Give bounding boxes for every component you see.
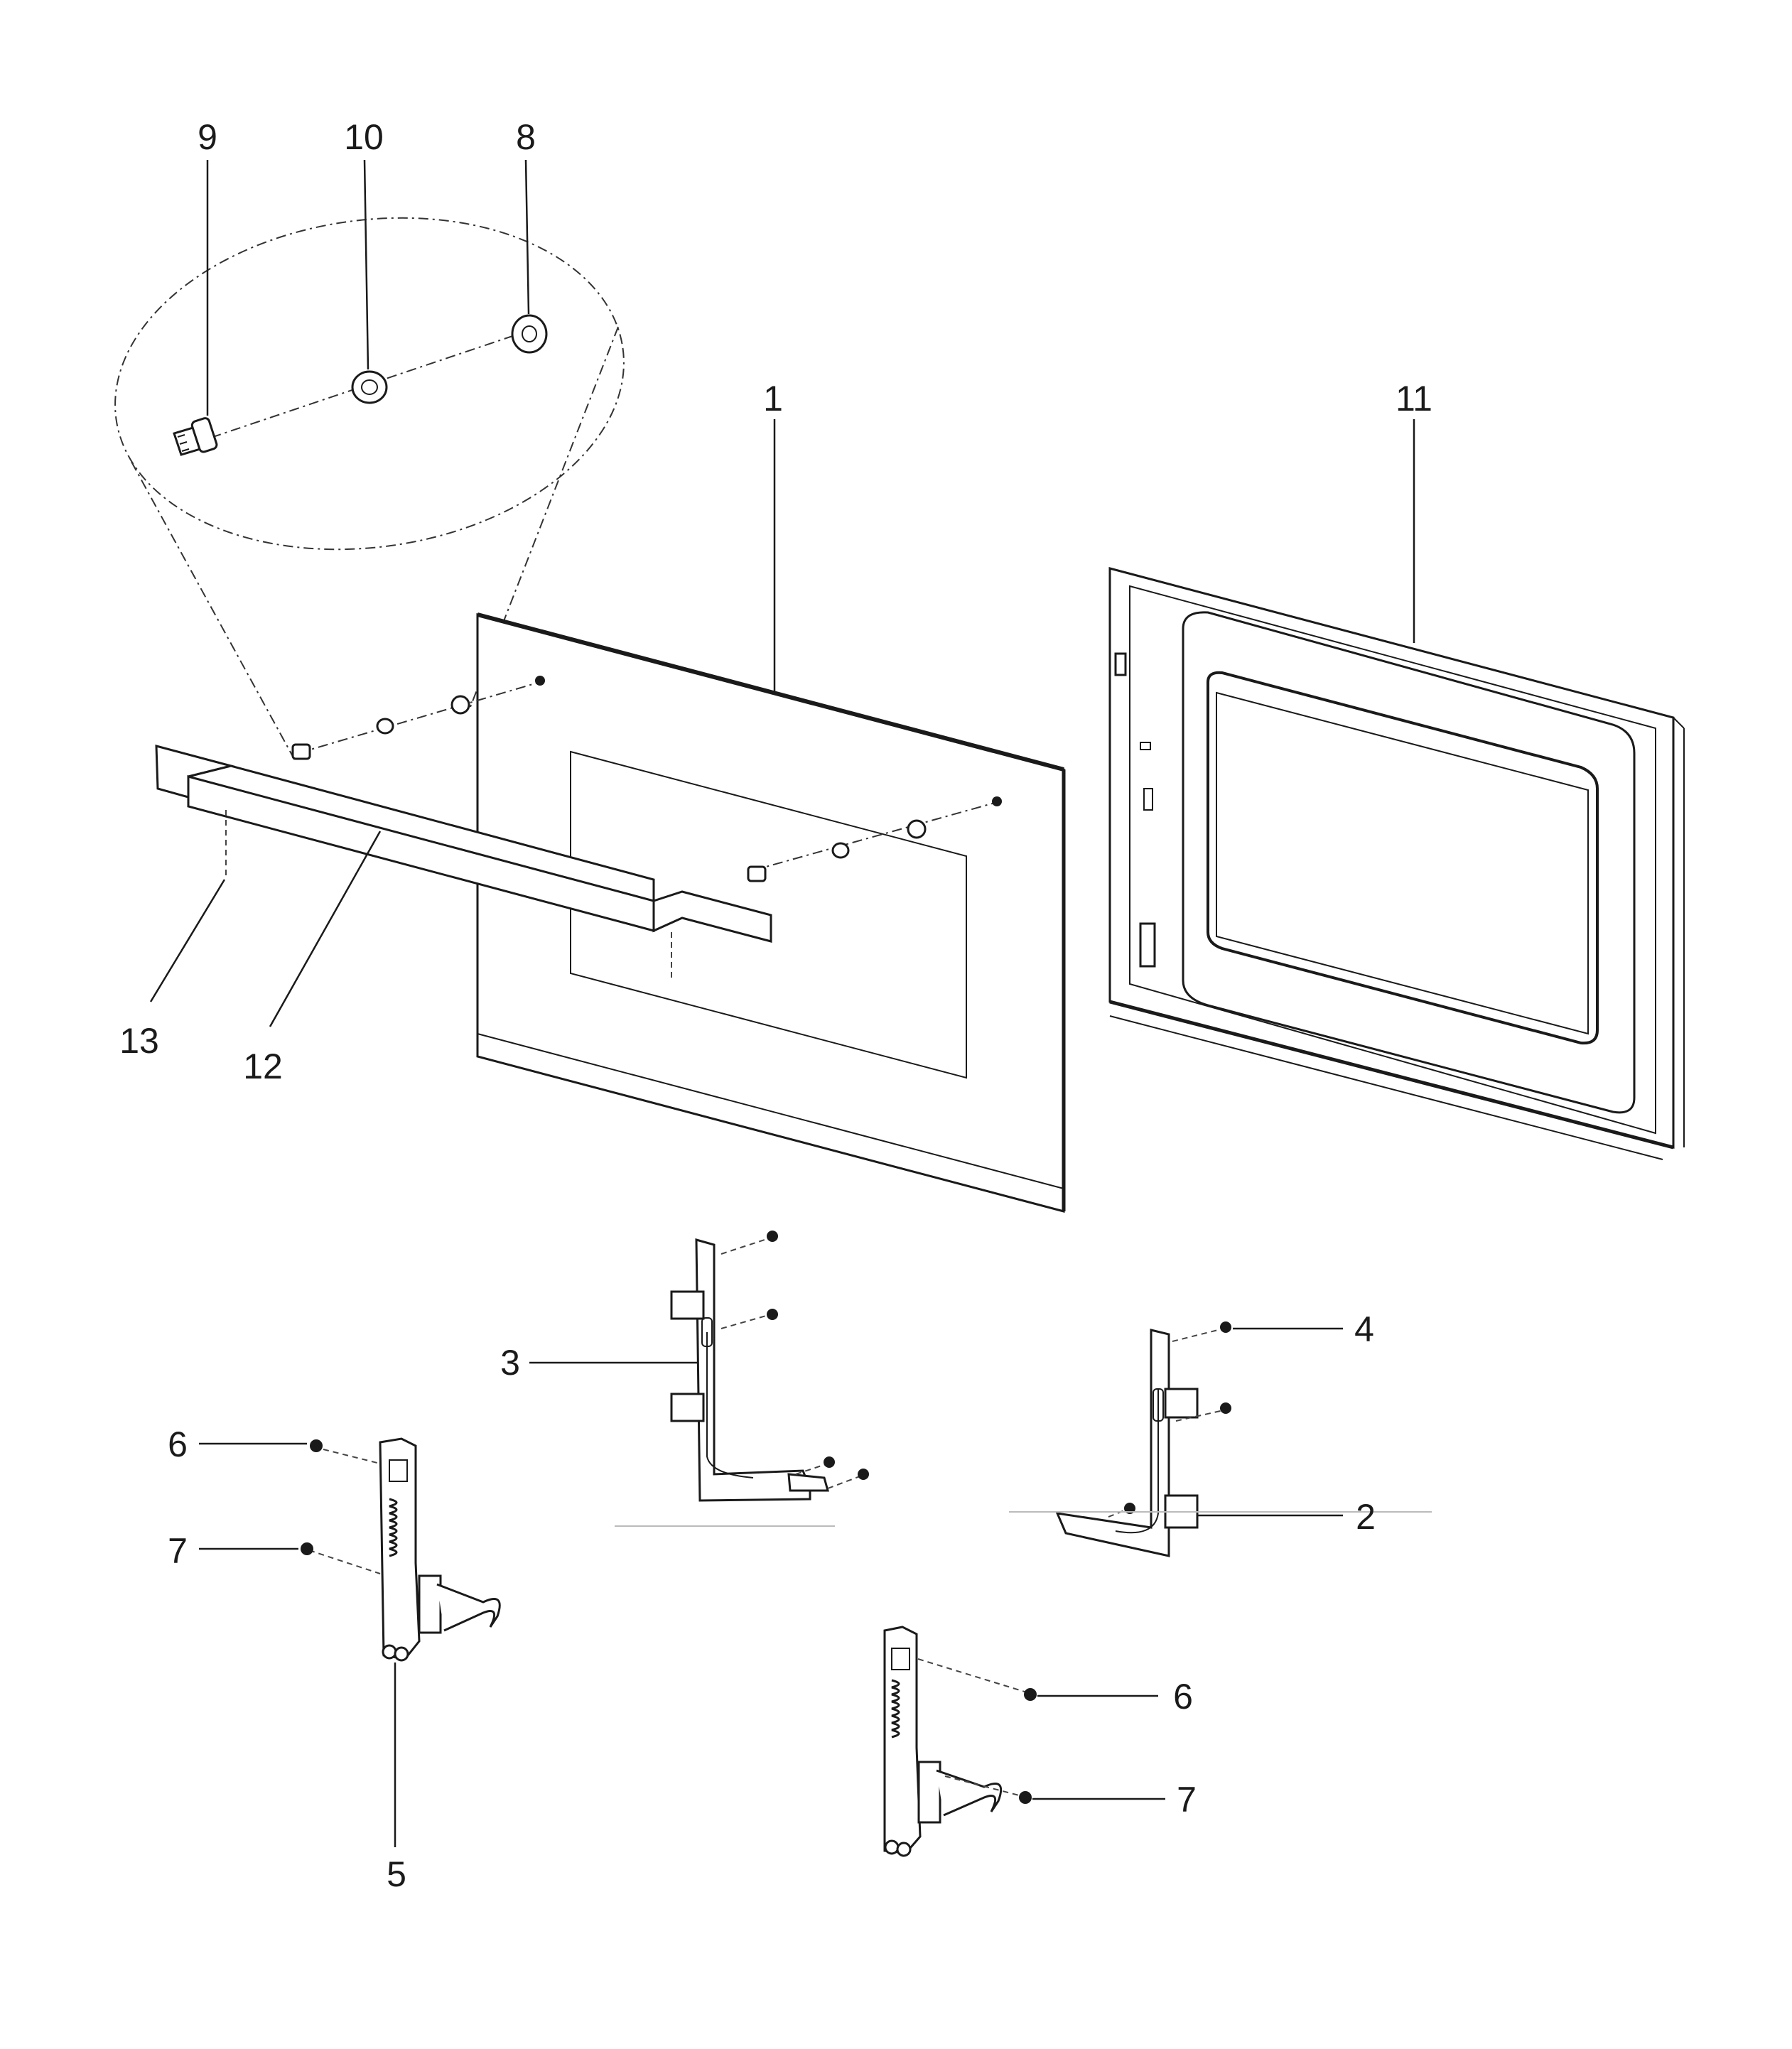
callout-7-right: 7	[1177, 1780, 1197, 1820]
spacer-bushing-detail	[351, 370, 388, 404]
callout-12: 12	[243, 1047, 283, 1086]
leader-8	[524, 159, 530, 315]
stud-screw-detail	[173, 417, 218, 456]
leader-13	[149, 879, 226, 1002]
door-handle	[155, 745, 772, 943]
callout-6-right: 6	[1173, 1677, 1193, 1716]
door-hinge-right-screws	[917, 1658, 1037, 1804]
hinge-bracket-right	[1055, 1329, 1199, 1557]
handle-fasteners	[225, 676, 1002, 980]
callout-2: 2	[1356, 1497, 1376, 1537]
callout-7-left: 7	[168, 1531, 188, 1571]
door-hinge-left-screws	[301, 1439, 381, 1574]
leader-10	[363, 159, 369, 370]
callout-9: 9	[198, 117, 217, 157]
door-hinge-left	[379, 1437, 501, 1662]
detail-magnifier	[114, 217, 625, 761]
callout-10: 10	[344, 117, 384, 157]
callout-8: 8	[516, 117, 536, 157]
callout-4: 4	[1354, 1309, 1374, 1349]
outer-door-glass	[476, 612, 1066, 1213]
callout-3: 3	[500, 1343, 520, 1383]
washer-detail	[511, 314, 548, 354]
callout-13: 13	[119, 1021, 159, 1061]
door-hinge-right	[883, 1626, 1003, 1857]
callout-1: 1	[763, 379, 783, 418]
callout-5: 5	[387, 1854, 406, 1894]
hinge-bracket-left	[670, 1238, 829, 1502]
callout-6-left: 6	[168, 1424, 188, 1464]
inner-door-frame	[1108, 567, 1685, 1160]
hinge-bracket-left-screws	[720, 1231, 869, 1489]
callout-11: 11	[1396, 379, 1432, 418]
leader-12	[269, 831, 382, 1027]
